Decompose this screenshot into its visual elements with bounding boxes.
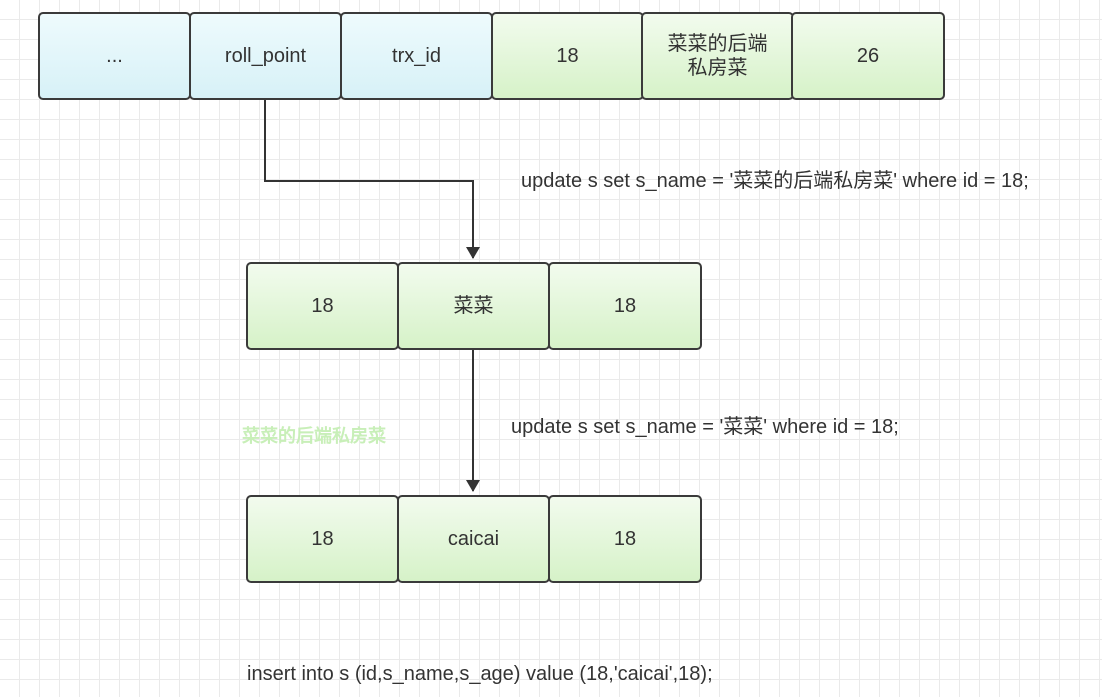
top-cell-trx-id: trx_id (340, 12, 493, 100)
top-cell-ellipsis: ... (38, 12, 191, 100)
top-cell-age-text: 26 (856, 45, 880, 67)
update-statement-top: update s set s_name = '菜菜的后端私房菜' where i… (521, 170, 1029, 192)
bottom-cell-name-text: caicai (447, 528, 500, 550)
bottom-cell-name: caicai (397, 495, 550, 583)
middle-cell-age: 18 (548, 262, 702, 350)
bottom-cell-age: 18 (548, 495, 702, 583)
middle-cell-name: 菜菜 (397, 262, 550, 350)
middle-cell-id: 18 (246, 262, 399, 350)
update-statement-middle: update s set s_name = '菜菜' where id = 18… (511, 416, 899, 438)
middle-cell-id-text: 18 (311, 295, 334, 317)
bottom-cell-id-text: 18 (311, 528, 334, 550)
top-cell-trx-id-text: trx_id (392, 45, 441, 67)
top-cell-ellipsis-text: ... (106, 45, 123, 67)
middle-cell-age-text: 18 (613, 295, 637, 317)
top-cell-roll-point-text: roll_point (224, 45, 307, 67)
insert-statement: insert into s (id,s_name,s_age) value (1… (247, 663, 713, 685)
bottom-cell-id: 18 (246, 495, 399, 583)
top-cell-id: 18 (491, 12, 644, 100)
roll-pointer-arrow (264, 100, 480, 259)
top-cell-name: 菜菜的后端 私房菜 (641, 12, 794, 100)
top-cell-id-text: 18 (556, 45, 579, 67)
bottom-cell-age-text: 18 (613, 528, 637, 550)
top-cell-roll-point: roll_point (189, 12, 342, 100)
middle-cell-name-text: 菜菜 (453, 295, 494, 317)
watermark-text: 菜菜的后端私房菜 (242, 426, 386, 446)
top-cell-name-text: 菜菜的后端 私房菜 (667, 33, 768, 79)
top-cell-age: 26 (791, 12, 945, 100)
